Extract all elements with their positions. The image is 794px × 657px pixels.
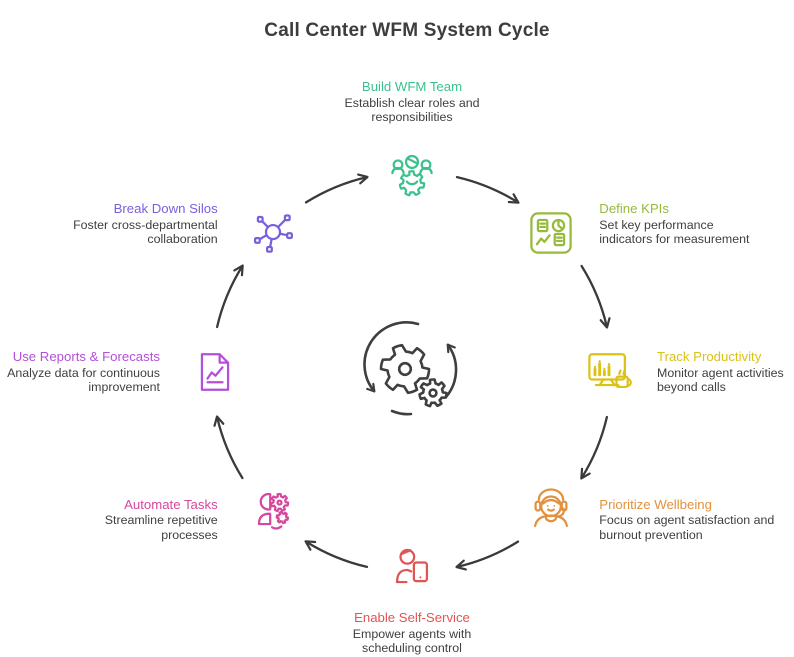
node-label: Track Productivity (657, 349, 762, 364)
node-desc: Foster cross-departmental collaboration (73, 217, 218, 247)
node-desc: Set key performance indicators for measu… (599, 217, 750, 247)
team-gear-icon (384, 147, 440, 203)
kpi-dashboard-icon (523, 205, 579, 261)
node-desc: Empower agents with scheduling control (352, 626, 472, 656)
node-label: Define KPIs (599, 201, 669, 217)
node-label: Automate Tasks (124, 496, 218, 512)
node-label: Break Down Silos (113, 201, 218, 217)
headset-agent-icon (523, 483, 579, 539)
cycle-gears-icon (360, 316, 460, 421)
page-title: Call Center WFM System Cycle (264, 20, 550, 41)
network-hub-icon (245, 205, 301, 261)
node-desc: Streamline repetitive processes (104, 513, 218, 542)
node-label: Prioritize Wellbeing (599, 496, 712, 512)
monitor-coffee-icon (581, 344, 637, 400)
node-label: Use Reports & Forecasts (12, 349, 160, 364)
node-desc: Focus on agent satisfaction and burnout … (599, 513, 775, 542)
node-desc: Monitor agent activities beyond calls (657, 365, 784, 395)
person-phone-icon (384, 541, 440, 597)
report-chart-icon (187, 344, 243, 400)
person-gears-icon (245, 483, 301, 539)
node-desc: Analyze data for continuous improvement (7, 365, 160, 395)
node-label: Enable Self-Service (354, 610, 470, 625)
node-label: Build WFM Team (361, 79, 463, 94)
node-desc: Establish clear roles and responsibiliti… (344, 95, 480, 125)
